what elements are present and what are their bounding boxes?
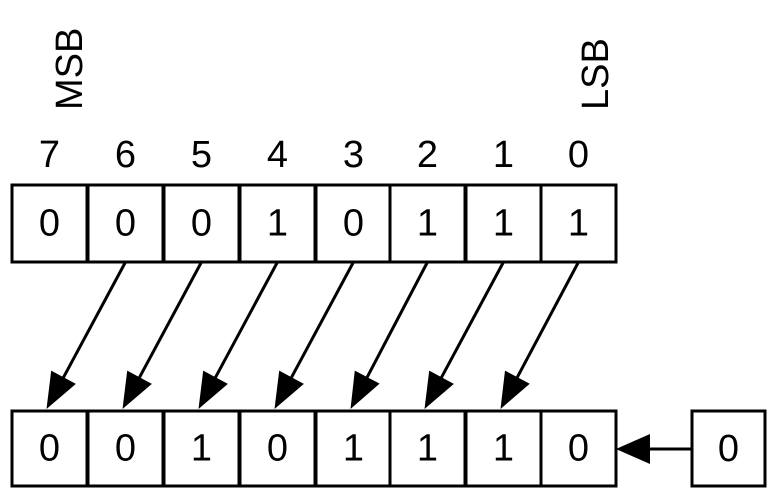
shift-arrow (198, 261, 279, 409)
bit-index-label: 1 (493, 134, 514, 176)
original-bit-value: 0 (191, 203, 212, 245)
shift-arrow-head (46, 370, 76, 409)
shift-arrow-line (212, 261, 279, 382)
shift-arrow-head (274, 370, 304, 409)
shift-arrow-head (424, 370, 454, 409)
shift-arrow (274, 261, 355, 409)
shifted-bit-value: 1 (417, 428, 438, 470)
bit-index-label: 5 (191, 134, 212, 176)
shifted-bit-cell (539, 409, 618, 488)
bit-index-label: 6 (115, 134, 136, 176)
original-register: 0 0 0 1 0 1 1 1 (10, 183, 618, 264)
original-bit-value: 0 (39, 203, 60, 245)
original-bit-value: 0 (115, 203, 136, 245)
msb-label: MSB (49, 28, 91, 110)
shift-in-arrow (616, 434, 692, 464)
shifted-bit-cell (86, 409, 165, 488)
shift-in-box: 0 (690, 409, 767, 488)
shifted-bit-value: 0 (568, 428, 589, 470)
shift-arrow (424, 261, 505, 409)
bit-index-label: 3 (343, 134, 364, 176)
shifted-bit-value: 1 (191, 428, 212, 470)
bit-index-label: 7 (39, 134, 60, 176)
shifted-bit-value: 0 (267, 428, 288, 470)
bit-index-label: 0 (568, 134, 589, 176)
shifted-bit-cell (314, 409, 393, 488)
original-bit-value: 1 (267, 203, 288, 245)
bit-index-row: 7 6 5 4 3 2 1 0 (39, 134, 589, 176)
shifted-bit-cell (238, 409, 317, 488)
shifted-bit-value: 1 (343, 428, 364, 470)
shift-arrow-head (198, 370, 228, 409)
shift-arrow-line (288, 261, 355, 382)
shifted-bit-value: 0 (39, 428, 60, 470)
original-bit-value: 0 (343, 203, 364, 245)
shifted-bit-value: 1 (493, 428, 514, 470)
shift-arrow-head (122, 370, 152, 409)
lsb-label: LSB (575, 38, 617, 110)
shift-in-value: 0 (718, 428, 739, 470)
shift-arrow-line (364, 261, 429, 382)
original-bit-value: 1 (493, 203, 514, 245)
shift-arrow (46, 261, 127, 409)
shift-arrow-line (438, 261, 505, 382)
shift-arrow-head (500, 370, 530, 409)
shift-arrow (350, 261, 429, 409)
shift-arrow-head (350, 370, 380, 409)
shifted-register: 0 0 1 0 1 1 1 0 (10, 409, 618, 488)
shifted-bit-cell (388, 409, 467, 488)
shift-arrow (500, 261, 580, 409)
shift-arrow-line (136, 261, 203, 382)
original-bit-value: 1 (568, 203, 589, 245)
shift-arrows (46, 261, 580, 409)
shifted-bit-cell (10, 409, 89, 488)
original-bit-cell (388, 183, 467, 264)
shift-arrow-line (514, 261, 580, 382)
shift-arrow (122, 261, 203, 409)
bit-index-label: 4 (267, 134, 288, 176)
original-bit-cell (539, 183, 618, 264)
original-bit-value: 1 (417, 203, 438, 245)
shifted-bit-value: 0 (115, 428, 136, 470)
shift-in-arrow-head (616, 434, 650, 464)
original-bit-cell (10, 183, 89, 264)
shift-arrow-line (60, 261, 127, 382)
bit-index-label: 2 (417, 134, 438, 176)
